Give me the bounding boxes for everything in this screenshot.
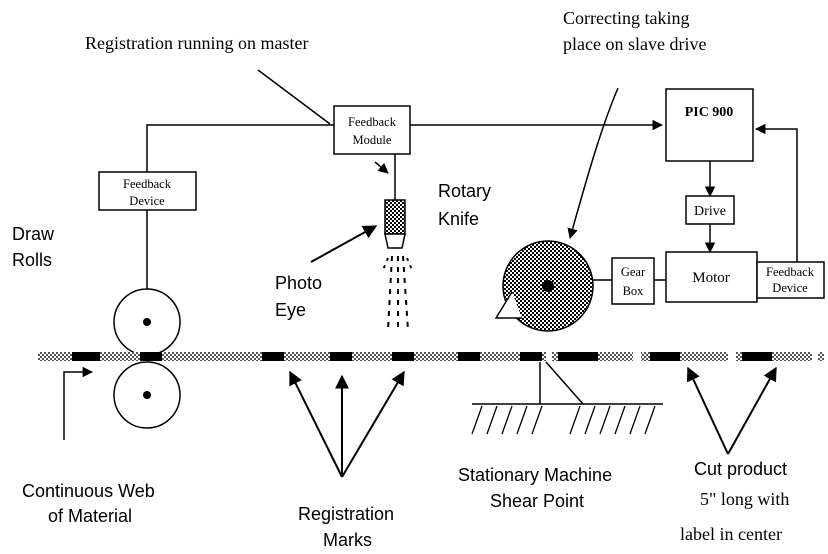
cut-product-label-1: Cut product <box>694 459 787 479</box>
shear-base-hatching <box>471 405 656 435</box>
reg-mark-pointer-1 <box>289 370 343 478</box>
motor-box <box>665 251 758 303</box>
registration-marks-label-2: Marks <box>323 530 372 550</box>
registration-running-label: Registration running on master <box>85 33 308 53</box>
rotary-knife-blade <box>494 291 522 319</box>
module-small-arrow <box>374 161 389 174</box>
draw-roll-bottom-axle <box>143 391 151 399</box>
feedback-device-left-label-2: Device <box>129 194 165 208</box>
correcting-label-line2: place on slave drive <box>563 34 706 54</box>
signal-line-left <box>146 124 334 172</box>
gear-box-label-1: Gear <box>621 265 646 279</box>
feedback-module-box <box>333 105 411 155</box>
shear-point-label-2: Shear Point <box>490 491 584 511</box>
photo-eye-beams <box>382 255 413 331</box>
photo-eye-label-1: Photo <box>275 273 322 293</box>
rotary-knife-label-2: Knife <box>438 209 479 229</box>
photo-eye-label-2: Eye <box>275 300 306 320</box>
draw-rolls-label-1: Draw <box>12 224 55 244</box>
correcting-label-line1: Correcting taking <box>563 8 689 28</box>
rotary-knife-hub <box>542 280 554 292</box>
cut-product-label-2: 5" long with <box>700 489 789 509</box>
feedback-device-right-label-1: Feedback <box>766 265 815 279</box>
feedback-return-line <box>754 123 798 262</box>
feedback-device-right-label-2: Device <box>772 281 808 295</box>
pic900-label: PIC 900 <box>685 105 734 120</box>
gear-box <box>611 257 655 305</box>
cut-product-pointer-2 <box>727 366 777 455</box>
gear-box-label-2: Box <box>623 284 645 298</box>
registration-pointer-line <box>257 69 331 125</box>
feedback-device-right-box <box>756 261 825 299</box>
photo-eye-pointer <box>310 225 378 263</box>
photo-eye-lens <box>384 233 406 249</box>
photo-eye-sensor <box>384 199 406 235</box>
cut-product-label-3: label in center <box>680 524 782 544</box>
continuous-web-pointer <box>63 366 94 440</box>
registration-marks-label-1: Registration <box>298 504 394 524</box>
shear-point-label-1: Stationary Machine <box>458 465 612 485</box>
correcting-pointer <box>567 87 619 240</box>
drive-label: Drive <box>694 204 726 219</box>
feedback-module-label-2: Module <box>353 133 392 147</box>
pic900-box <box>665 88 754 162</box>
motor-label: Motor <box>692 270 730 286</box>
cut-product-pointer-1 <box>686 366 729 455</box>
continuous-web-label-2: of Material <box>48 506 132 526</box>
shear-blade-angled <box>545 361 584 405</box>
cut-gaps <box>546 352 818 361</box>
registration-mark-blocks <box>72 352 772 361</box>
draw-rolls-label-2: Rolls <box>12 250 52 270</box>
feedback-module-label-1: Feedback <box>348 115 397 129</box>
rotary-knife-label-1: Rotary <box>438 181 491 201</box>
reg-mark-pointer-3 <box>341 370 405 478</box>
draw-roll-top-axle <box>143 318 151 326</box>
continuous-web-label-1: Continuous Web <box>22 481 155 501</box>
feedback-device-left-label-1: Feedback <box>123 177 172 191</box>
web-of-material <box>38 352 824 361</box>
